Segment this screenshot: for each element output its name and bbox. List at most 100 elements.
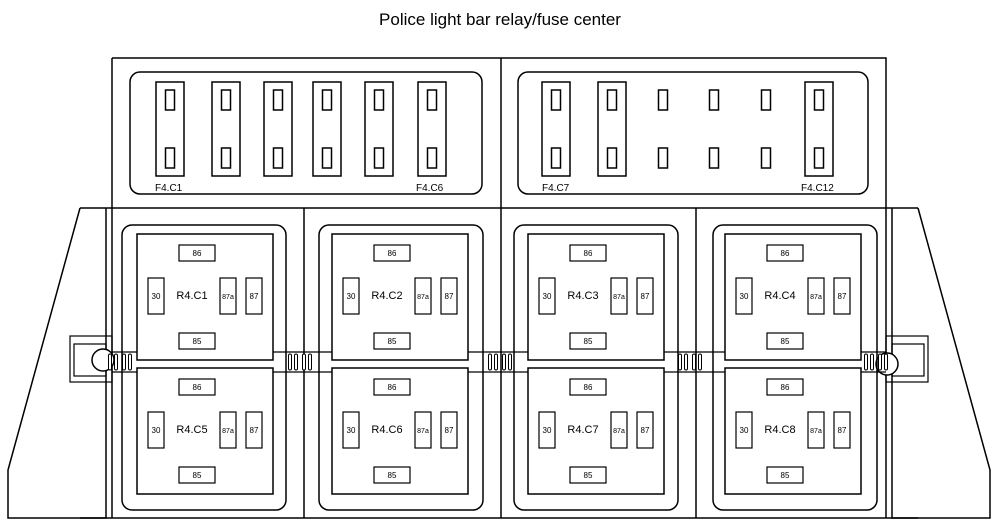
fuse-slot — [541, 81, 571, 177]
pin-86-label: 86 — [193, 383, 202, 392]
pin-87-label: 87 — [838, 292, 847, 301]
pin-85-label: 85 — [388, 471, 397, 480]
relay-label: R4.C1 — [176, 290, 207, 302]
fuse-label-f4c12: F4.C12 — [801, 183, 834, 194]
pin-86-label: 86 — [388, 249, 397, 258]
relay-5: 86 85 30 87a 87 R4.C5 — [136, 367, 274, 495]
pin-85-label: 85 — [584, 471, 593, 480]
relay-frame-2 — [318, 224, 484, 511]
pin-87-label: 87 — [250, 292, 259, 301]
pin-87-label: 87 — [250, 426, 259, 435]
pin-85-label: 85 — [781, 337, 790, 346]
pin-30-label: 30 — [347, 292, 356, 301]
rail-slot — [698, 353, 702, 371]
fuse-block-left: F4.C1 F4.C6 — [129, 71, 483, 195]
pin-87-label: 87 — [641, 292, 650, 301]
relay-label: R4.C3 — [567, 290, 598, 302]
rail-slot — [864, 353, 868, 371]
rail-slot — [494, 353, 498, 371]
pin-87a-label: 87a — [613, 428, 625, 435]
pin-30-label: 30 — [543, 426, 552, 435]
relay-label: R4.C4 — [764, 290, 795, 302]
pin-87a-label: 87a — [222, 294, 234, 301]
rail-slot — [878, 353, 882, 371]
relay-label: R4.C8 — [764, 424, 795, 436]
rail-slot — [294, 353, 298, 371]
rail-slot — [108, 353, 112, 371]
rail-slot — [114, 353, 118, 371]
rail-slot — [308, 353, 312, 371]
rail-slot — [884, 353, 888, 371]
fuse-slot — [417, 81, 447, 177]
pin-86-label: 86 — [584, 383, 593, 392]
pin-87-label: 87 — [445, 292, 454, 301]
fuse-block-right: F4.C7 F4.C12 — [517, 71, 869, 195]
pin-86-label: 86 — [584, 249, 593, 258]
relay-label: R4.C2 — [371, 290, 402, 302]
pin-86-label: 86 — [193, 249, 202, 258]
relay-4: 86 85 30 87a 87 R4.C4 — [724, 233, 862, 361]
pin-85-label: 85 — [193, 471, 202, 480]
pin-85-label: 85 — [388, 337, 397, 346]
pin-87-label: 87 — [838, 426, 847, 435]
pin-30-label: 30 — [543, 292, 552, 301]
fuse-slot — [263, 81, 293, 177]
pin-85-label: 85 — [781, 471, 790, 480]
pin-87a-label: 87a — [417, 294, 429, 301]
relay-3: 86 85 30 87a 87 R4.C3 — [527, 233, 665, 361]
empty-fuse-slot — [760, 89, 772, 169]
relay-7: 86 85 30 87a 87 R4.C7 — [527, 367, 665, 495]
pin-30-label: 30 — [152, 426, 161, 435]
relay-2: 86 85 30 87a 87 R4.C2 — [331, 233, 469, 361]
fuse-slot — [364, 81, 394, 177]
fuse-slot — [597, 81, 627, 177]
diagram-title: Police light bar relay/fuse center — [379, 10, 621, 29]
pin-87a-label: 87a — [417, 428, 429, 435]
rail-slot — [692, 353, 696, 371]
rail-slot — [508, 353, 512, 371]
pin-85-label: 85 — [193, 337, 202, 346]
rail-slot — [684, 353, 688, 371]
fuse-label-f4c1: F4.C1 — [155, 183, 183, 194]
fuse-slot — [312, 81, 342, 177]
rail-slot — [122, 353, 126, 371]
pin-30-label: 30 — [740, 426, 749, 435]
pin-87a-label: 87a — [613, 294, 625, 301]
pin-87-label: 87 — [445, 426, 454, 435]
rail-slot — [870, 353, 874, 371]
pin-86-label: 86 — [781, 249, 790, 258]
fuse-label-f4c7: F4.C7 — [542, 183, 570, 194]
relay-1: 86 85 30 87a 87 R4.C1 — [136, 233, 274, 361]
relay-label: R4.C5 — [176, 424, 207, 436]
pin-87a-label: 87a — [810, 294, 822, 301]
fuse-label-f4c6: F4.C6 — [416, 183, 444, 194]
empty-fuse-slot — [708, 89, 720, 169]
pin-30-label: 30 — [740, 292, 749, 301]
rail-slot — [288, 353, 292, 371]
fuse-slot — [211, 81, 241, 177]
empty-fuse-slot — [657, 89, 669, 169]
rail-slot — [128, 353, 132, 371]
pin-30-label: 30 — [347, 426, 356, 435]
relay-6: 86 85 30 87a 87 R4.C6 — [331, 367, 469, 495]
rail-slot — [678, 353, 682, 371]
relay-label: R4.C6 — [371, 424, 402, 436]
pin-85-label: 85 — [584, 337, 593, 346]
rail-slot — [302, 353, 306, 371]
relay-frame-3 — [513, 224, 679, 511]
relay-label: R4.C7 — [567, 424, 598, 436]
pin-86-label: 86 — [388, 383, 397, 392]
fuse-slot — [155, 81, 185, 177]
relay-frame-4 — [712, 224, 878, 511]
pin-87a-label: 87a — [222, 428, 234, 435]
relay-8: 86 85 30 87a 87 R4.C8 — [724, 367, 862, 495]
pin-87a-label: 87a — [810, 428, 822, 435]
pin-86-label: 86 — [781, 383, 790, 392]
relay-frame-1 — [121, 224, 287, 511]
rail-slot — [488, 353, 492, 371]
fuse-slot — [804, 81, 834, 177]
pin-87-label: 87 — [641, 426, 650, 435]
pin-30-label: 30 — [152, 292, 161, 301]
rail-slot — [502, 353, 506, 371]
